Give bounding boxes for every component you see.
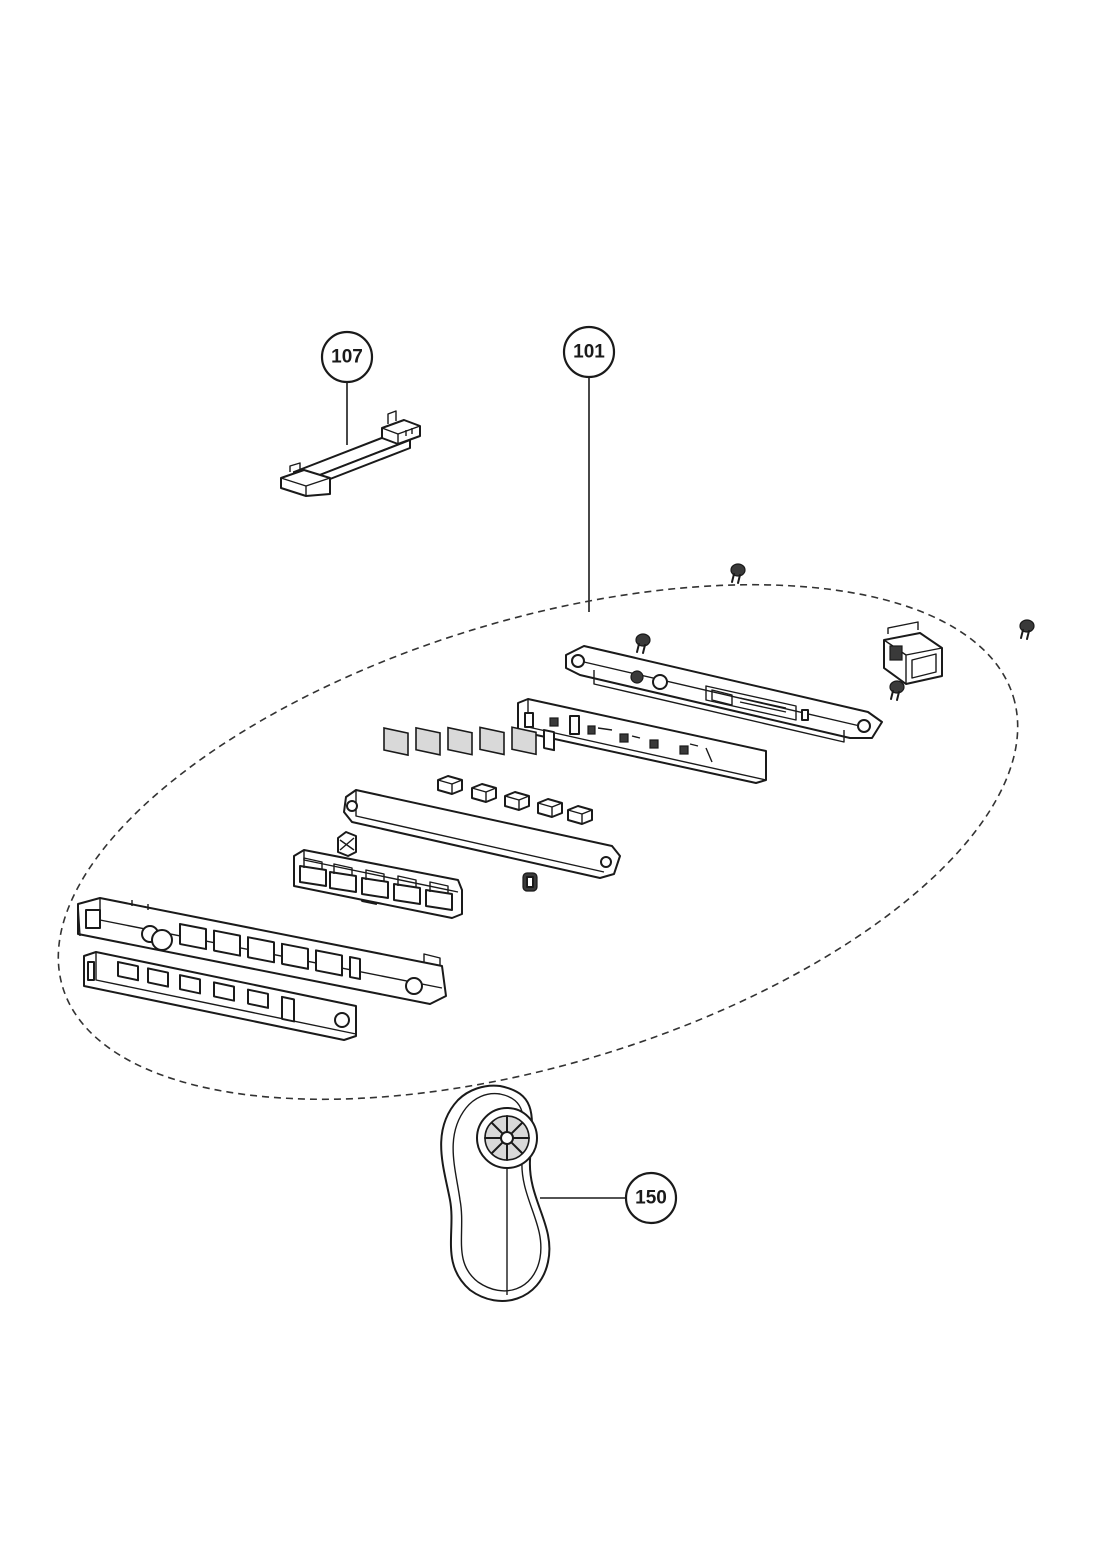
callout-107-label: 107 (331, 347, 363, 368)
screw-icon (889, 680, 905, 701)
part-front-panel (77, 897, 447, 1005)
assembly-enclosure (57, 583, 1019, 1101)
part-square-button (337, 831, 357, 857)
part-small-knob (522, 872, 538, 892)
callout-150-label: 150 (635, 1188, 667, 1209)
part-back-housing (565, 645, 883, 743)
screw-icon (730, 563, 746, 584)
screw-icon (635, 633, 651, 654)
callout-101: 101 (562, 325, 616, 612)
callout-107: 107 (320, 330, 374, 445)
part-button-frame (343, 726, 621, 905)
screw-parts (635, 563, 1035, 701)
part-remote-150 (440, 1084, 551, 1302)
callout-150: 150 (540, 1171, 678, 1225)
part-rocker-block (293, 849, 463, 919)
part-bracket-107 (280, 410, 421, 497)
screw-icon (1019, 619, 1035, 640)
part-pcb-board (517, 698, 767, 784)
part-key-caps (437, 775, 593, 825)
part-clip-bracket (883, 621, 943, 685)
callout-101-label: 101 (573, 342, 605, 363)
part-front-label (83, 951, 357, 1041)
